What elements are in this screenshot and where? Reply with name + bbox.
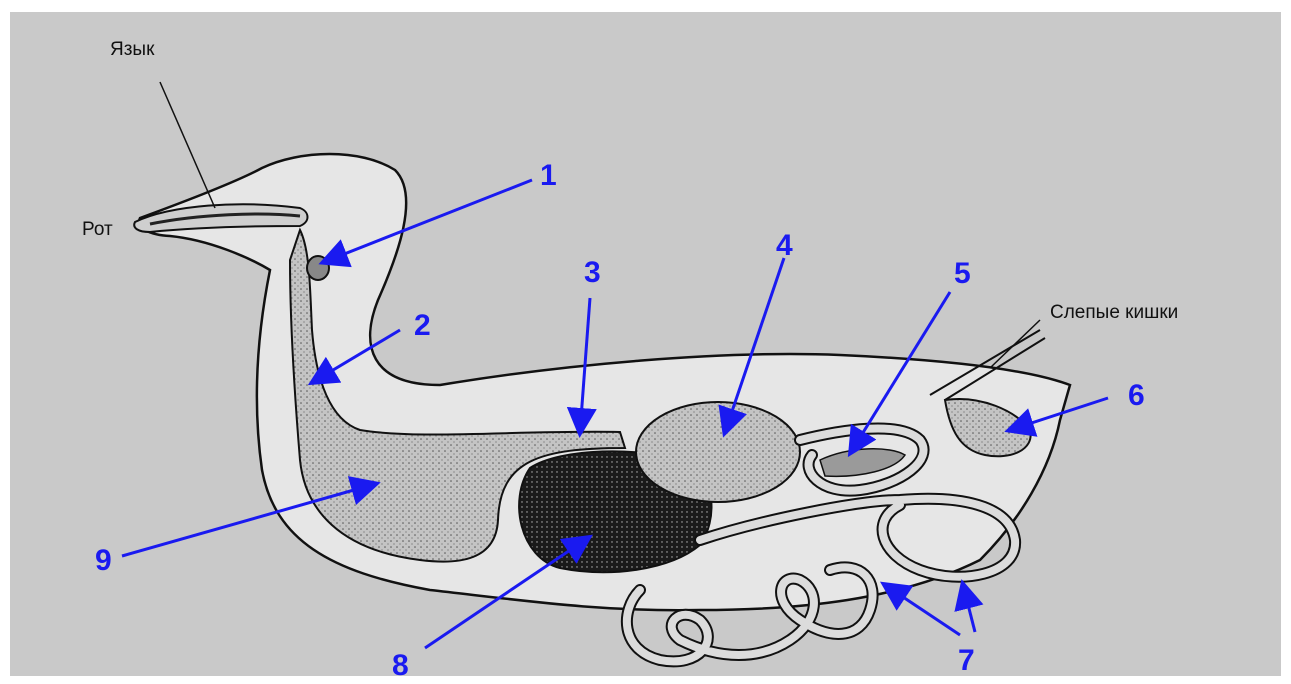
number-6: 6 [1128,379,1145,412]
stomach [636,402,800,502]
number-2: 2 [414,309,431,342]
number-1: 1 [540,159,557,192]
number-4: 4 [776,229,793,262]
number-8: 8 [392,649,409,682]
number-7: 7 [958,644,975,677]
number-9: 9 [95,544,112,577]
pharynx-opening [307,256,329,280]
caeca-label: Слепые кишки [1050,302,1178,323]
mouth-label: Рот [82,219,113,240]
tongue-label: Язык [110,39,155,60]
number-3: 3 [584,256,601,289]
number-5: 5 [954,257,971,290]
